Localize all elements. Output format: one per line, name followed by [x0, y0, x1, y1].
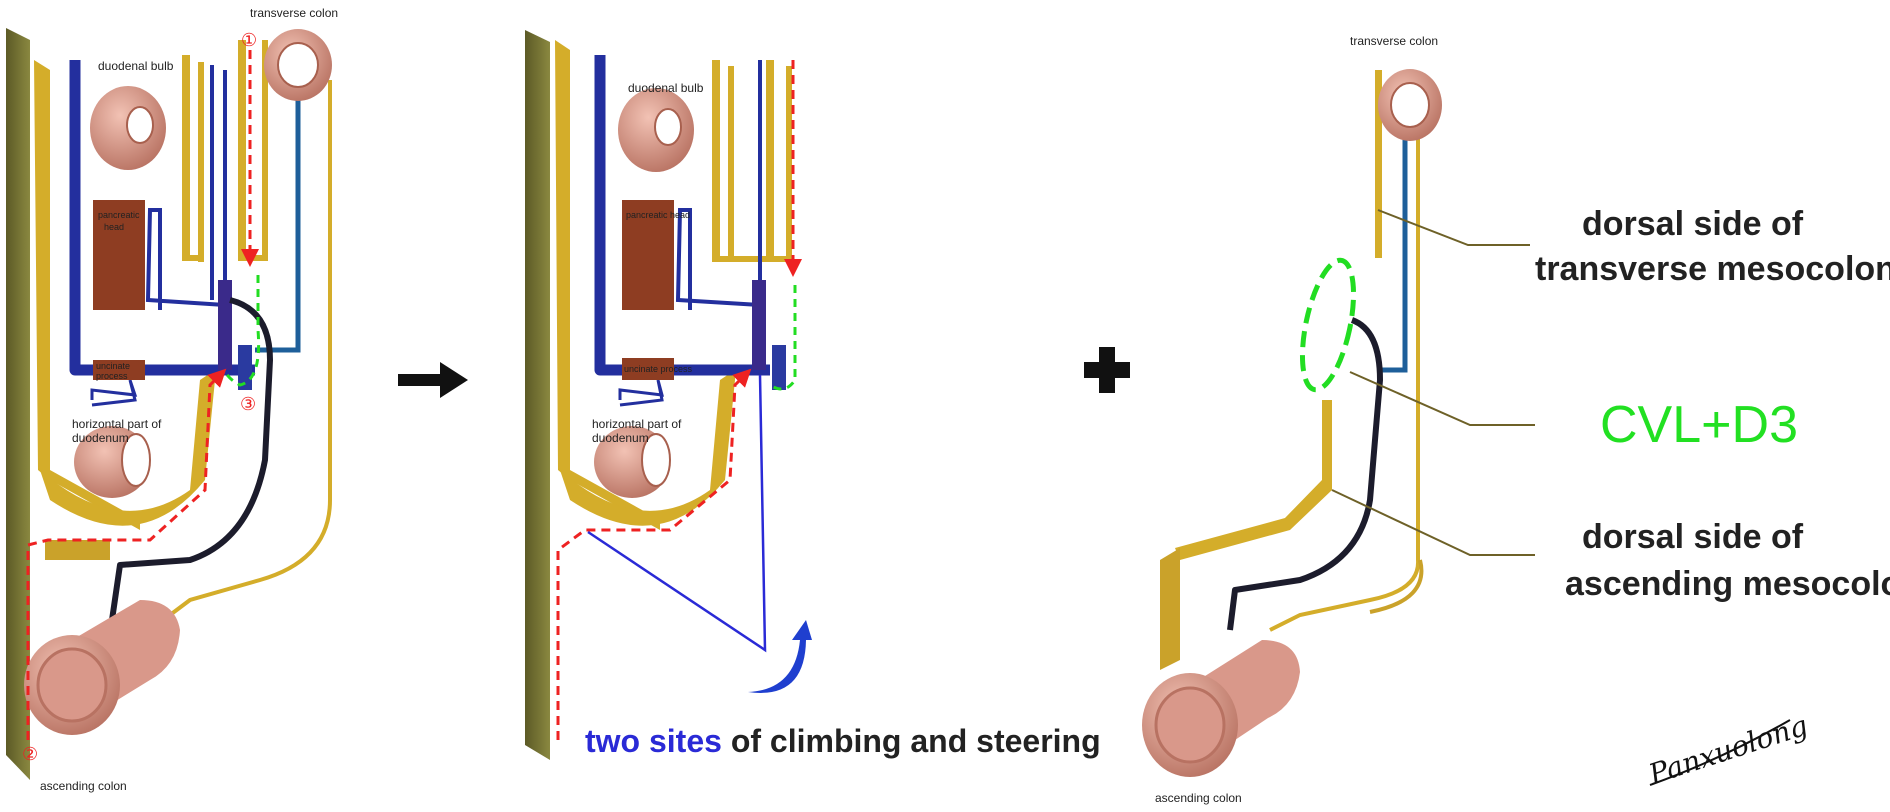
pancreatic-head-2: [622, 200, 674, 310]
cvl-d3-ellipse: [1299, 257, 1357, 393]
callout-cvl: CVL+D3: [1600, 396, 1798, 454]
mesocolon-left-lower: [1175, 400, 1332, 560]
teal-vessel-3: [1377, 110, 1408, 380]
label-ascending-colon-3: ascending colon: [1155, 791, 1242, 805]
label-ascending-colon: ascending colon: [40, 779, 127, 793]
strip-2d: [786, 66, 792, 261]
callout-ascending-1: dorsal side of: [1582, 518, 1804, 556]
panel-1: pancreatic head uncinate process duodena…: [6, 6, 338, 793]
leader-cvl: [1349, 371, 1535, 426]
label-horizontal-duodenum-1: horizontal part of: [72, 417, 162, 431]
label-transverse-colon: transverse colon: [250, 6, 338, 20]
ascending-colon-3: [1142, 640, 1300, 777]
mesentery-strip-2: [198, 62, 204, 262]
panel-2: pancreatic head uncinate process duodena…: [525, 30, 1101, 760]
black-vein: [109, 297, 273, 621]
callout-transverse-2: transverse mesocolonum: [1535, 250, 1890, 288]
fascia-band: [34, 60, 140, 530]
fascia-bottom: [45, 540, 110, 560]
strip-2b: [728, 66, 734, 261]
red-dashed-path-2: [26, 368, 227, 740]
leader-ascending: [1331, 489, 1535, 556]
plus-icon: [1084, 347, 1130, 393]
horizontal-duodenum-2: [594, 426, 671, 498]
blue-vessel-main: [69, 60, 255, 376]
label-uncinate-2: process: [96, 371, 128, 381]
transverse-colon-ring-3: [1378, 69, 1442, 141]
label-horizontal-duodenum-2a: horizontal part of: [592, 417, 682, 431]
uncinate-process-2: [622, 358, 674, 380]
callout-ascending-2: ascending mesocolon: [1565, 565, 1890, 603]
mesentery-strip-4: [262, 40, 268, 260]
label-duodenal-bulb: duodenal bulb: [98, 59, 174, 73]
posterior-wall-2: [525, 30, 550, 760]
marker-2: ②: [22, 744, 38, 764]
posterior-wall: [6, 28, 30, 780]
mesentery-strip-base: [182, 255, 204, 261]
arrow-right-icon: [398, 362, 468, 398]
caption-highlight: two sites: [585, 723, 722, 759]
mesocolon-left-side: [1160, 548, 1180, 670]
uncinate-process: [93, 360, 145, 380]
black-vein-3: [1227, 317, 1383, 631]
marker-1: ①: [241, 30, 257, 50]
ascending-colon: [24, 600, 180, 735]
red-dashed-path-2b: [556, 368, 752, 740]
transverse-colon-ring: [264, 29, 332, 101]
duodenal-bulb: [90, 86, 166, 170]
label-pancreatic-head-2: pancreatic head: [626, 210, 690, 220]
teal-vessel: [255, 100, 301, 353]
label-duodenal-bulb-2: duodenal bulb: [628, 81, 704, 95]
callout-transverse-1: dorsal side of: [1582, 205, 1804, 243]
mesentery-strip-3: [238, 40, 246, 260]
blue-vessel-small: [90, 379, 138, 407]
smv-lower: [238, 345, 252, 390]
blue-vessel-loop: [145, 208, 226, 310]
caption: two sites of climbing and steering: [585, 723, 1101, 759]
fascia-right-contour: [168, 80, 332, 617]
mesocolon-right-contour-2: [1369, 559, 1424, 614]
panel-3: transverse colon ascending colon dorsal …: [1142, 34, 1890, 805]
label-transverse-colon-3: transverse colon: [1350, 34, 1438, 48]
curved-arrow-icon: [748, 620, 812, 693]
horizontal-duodenum: [74, 426, 151, 498]
mesentery-strip-base-2: [238, 255, 268, 261]
caption-rest: of climbing and steering: [722, 723, 1101, 759]
strip-2a: [712, 60, 720, 260]
label-pancreatic-head-1: pancreatic: [98, 210, 140, 220]
smv-segment: [218, 280, 232, 370]
green-dashed-path: [223, 275, 261, 387]
smv-lower-2: [772, 345, 786, 390]
leader-transverse: [1377, 209, 1530, 246]
marker-3: ③: [240, 394, 256, 414]
signature: Panxuolong: [1644, 709, 1812, 792]
fascia-band-2: [555, 40, 660, 530]
blue-vessel-loop-2: [675, 208, 761, 310]
blue-vessel-small-2: [618, 379, 665, 407]
mesocolon-right-contour: [1269, 115, 1421, 632]
blue-vessel-main-2: [594, 55, 770, 376]
strip-2c: [766, 60, 774, 260]
label-uncinate-1: uncinate: [96, 361, 130, 371]
label-pancreatic-head-2: head: [104, 222, 124, 232]
smv-2: [752, 280, 766, 370]
mesentery-strip-1: [182, 55, 190, 255]
strip-2base: [712, 256, 792, 262]
label-horizontal-duodenum-2b: duodenum: [592, 431, 649, 445]
pointer-lines: [587, 374, 767, 653]
label-uncinate-2: uncinate process: [624, 364, 693, 374]
duodenal-bulb-2: [618, 88, 694, 172]
pancreatic-head: [93, 200, 145, 310]
label-horizontal-duodenum-2: duodenum: [72, 431, 129, 445]
